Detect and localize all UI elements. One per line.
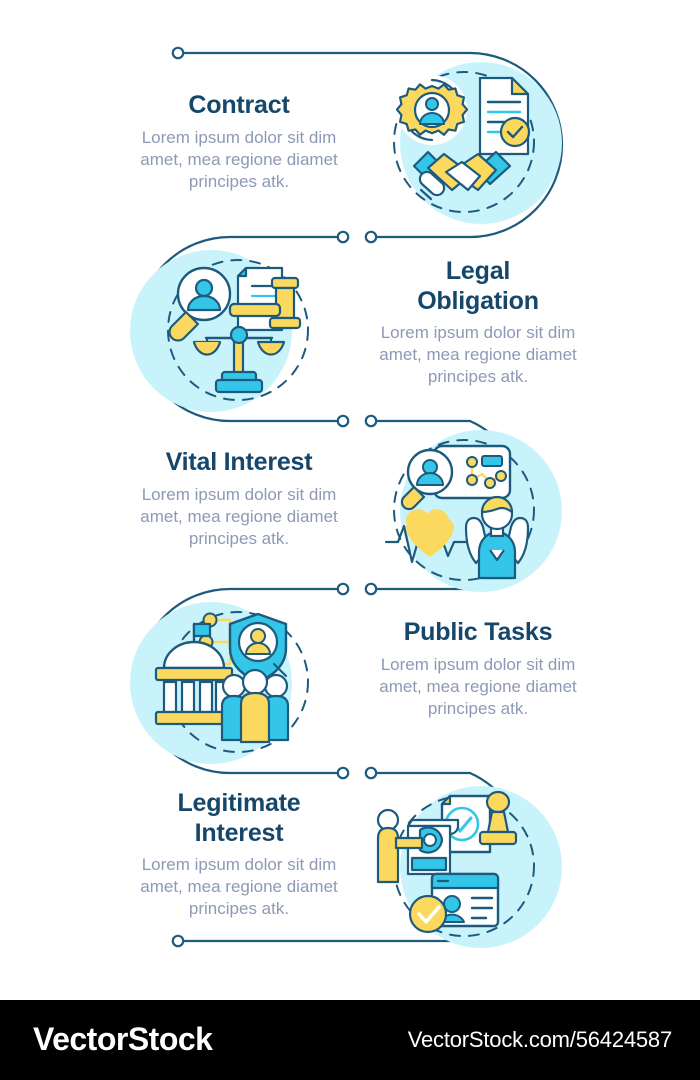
connector-node-3a bbox=[364, 582, 378, 596]
connector-node-1a bbox=[364, 230, 378, 244]
connector-node-2a bbox=[336, 414, 350, 428]
item-title-5-line1: Legitimate bbox=[177, 789, 301, 817]
connector-node-end bbox=[171, 934, 185, 948]
vectorstock-url: VectorStock.com/56424587 bbox=[407, 1027, 672, 1052]
contract-icon bbox=[374, 62, 554, 222]
item-description-1: Lorem ipsum dolor sit dim amet, mea regi… bbox=[140, 127, 338, 191]
item-description-4: Lorem ipsum dolor sit dim amet, mea regi… bbox=[379, 654, 577, 718]
item-title-2-line1: Legal bbox=[445, 257, 511, 285]
item-title-3: Vital Interest bbox=[165, 448, 313, 476]
item-title-5-line2: Interest bbox=[194, 818, 284, 847]
connector-node-1b bbox=[336, 230, 350, 244]
item-text-1: Contract Lorem ipsum dolor sit dim amet,… bbox=[119, 91, 359, 193]
connector-node-4a bbox=[336, 766, 350, 780]
legitimate-interest-icon bbox=[374, 786, 554, 946]
connector-node-4b bbox=[364, 766, 378, 780]
item-title-4: Public Tasks bbox=[403, 618, 553, 646]
legal-obligation-icon bbox=[150, 250, 330, 410]
item-title-1: Contract bbox=[188, 91, 290, 119]
vectorstock-logo: VectorStock bbox=[33, 1021, 213, 1057]
connector-node-2b bbox=[364, 414, 378, 428]
connector-node-start bbox=[171, 46, 185, 60]
vital-interest-icon bbox=[374, 430, 554, 590]
item-description-3: Lorem ipsum dolor sit dim amet, mea regi… bbox=[140, 484, 338, 548]
item-title-2-line2: Obligation bbox=[417, 286, 539, 315]
item-text-3: Vital Interest Lorem ipsum dolor sit dim… bbox=[119, 448, 359, 550]
public-tasks-icon bbox=[150, 602, 330, 762]
item-description-2: Lorem ipsum dolor sit dim amet, mea regi… bbox=[379, 323, 577, 387]
item-description-5: Lorem ipsum dolor sit dim amet, mea regi… bbox=[140, 855, 338, 919]
watermark-footer: VectorStock VectorStock.com/56424587 bbox=[0, 1000, 700, 1080]
item-text-4: Public Tasks Lorem ipsum dolor sit dim a… bbox=[358, 618, 598, 720]
connector-node-3b bbox=[336, 582, 350, 596]
